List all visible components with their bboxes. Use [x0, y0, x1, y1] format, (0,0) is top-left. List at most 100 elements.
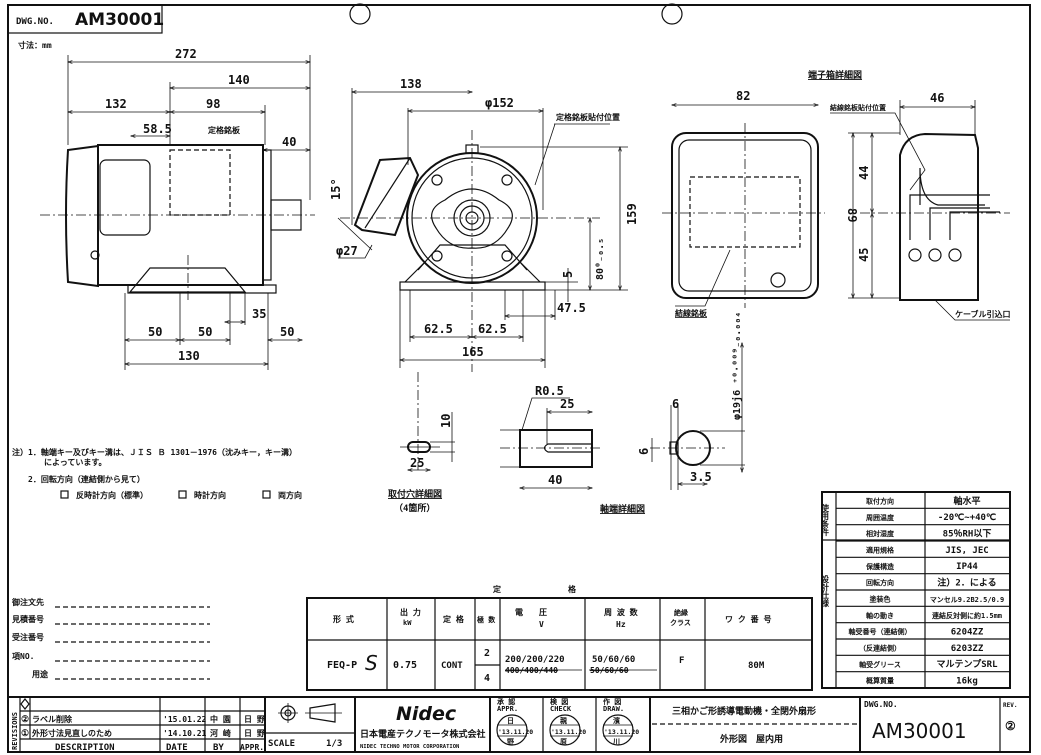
- header-output: 出 力: [400, 607, 421, 617]
- header-voltage-unit: V: [539, 620, 544, 629]
- spec-name: 取付方向: [866, 496, 894, 505]
- spec-name: 塗装色: [870, 594, 891, 603]
- scale-label: SCALE: [268, 739, 295, 749]
- revisions-label: REVISIONS: [11, 712, 19, 750]
- wiring-plate-label: 結線銘板: [675, 308, 708, 318]
- notes: 注）1．軸端キー及びキー溝は、ＪＩＳ Ｂ 1301－1976（沈みキー，キー溝）…: [12, 447, 302, 500]
- unit-note: 寸法：mm: [18, 40, 52, 50]
- header-poles: 極 数: [476, 615, 496, 624]
- option-ccw: 反時計方向（標準）: [76, 490, 148, 500]
- order-fields: 御注文先 見積番号 受注番号 項NO. 用途: [11, 597, 210, 680]
- dim-138: 138: [400, 77, 422, 91]
- mount-hole-detail: 10 25 取付穴詳細図 （4箇所）: [388, 372, 455, 514]
- dim-phi152: φ152: [485, 96, 514, 110]
- cell-voltage: 200/200/220: [505, 655, 565, 665]
- header-frequency-unit: Hz: [616, 620, 626, 629]
- rev-row2-date: '15.01.22: [163, 715, 207, 724]
- stamp-check-name-bottom: 原: [560, 738, 567, 746]
- spec-name: 相対湿度: [866, 529, 895, 538]
- dim-key-6-height: 6: [637, 448, 651, 455]
- dim-slot-10: 10: [439, 414, 453, 428]
- checkbox-cw[interactable]: [178, 490, 187, 499]
- spec-value: 注）2．による: [937, 576, 996, 588]
- spec-value: 16kg: [956, 676, 978, 686]
- header-insulation: 絶縁: [674, 608, 688, 617]
- option-cw: 時計方向: [194, 490, 226, 500]
- rev-header-by: BY: [213, 743, 224, 753]
- spec-name: 回転方向: [866, 578, 894, 587]
- sheet-border: [7, 4, 1031, 753]
- spec-value: JIS, JEC: [945, 546, 988, 556]
- spec-value: -20℃~+40℃: [938, 512, 996, 523]
- dwg-number-box: DWG.NO. AM30001: [7, 4, 164, 34]
- field-order-no: 受注番号: [12, 632, 44, 642]
- dwg-no-label-bottom: DWG.NO.: [864, 700, 898, 709]
- drawing-title: 三相かご形誘導電動機・全閉外扇形: [672, 705, 816, 717]
- dim-80-tolerance: 80⁰₋₀.₅: [595, 238, 606, 280]
- dim-5: 5: [561, 271, 575, 278]
- spec-name: 概算質量: [866, 676, 894, 685]
- field-quote-no: 見積番号: [11, 614, 44, 624]
- spec-name: 周囲温度: [866, 513, 895, 522]
- shaft-end-detail: R0.5 25 40 6 6 3.5 φ19j6 ⁺⁰·⁰⁰⁹₋₀.₀₀₄ 軸端…: [500, 312, 745, 515]
- cell-frequency-struck: 50/60/60: [590, 666, 629, 675]
- rating-group-header-2: 格: [568, 584, 577, 594]
- header-output-unit: kW: [403, 619, 412, 627]
- dim-140: 140: [228, 73, 250, 87]
- dim-62-5-a: 62.5: [424, 322, 453, 336]
- checkbox-both[interactable]: [262, 490, 271, 499]
- title-block: REVISIONS ② ラベル削除 '15.01.22 中 園 日 野 ① 外形…: [8, 696, 1030, 753]
- option-both: 両方向: [278, 490, 302, 500]
- stamp-draw: 作 図 DRAW. 濱 '13.11.20 川: [602, 697, 639, 746]
- cell-insulation: F: [679, 656, 684, 666]
- cell-frequency: 50/60/60: [592, 655, 635, 665]
- dim-phi27: φ27: [336, 244, 358, 258]
- dim-50-c: 50: [280, 325, 294, 339]
- rev-row3-description: 外形寸法見直しのため: [32, 728, 112, 738]
- dim-15-deg: 15°: [329, 178, 343, 200]
- note-1: 注）1．軸端キー及びキー溝は、ＪＩＳ Ｂ 1301－1976（沈みキー，キー溝）: [12, 447, 297, 457]
- dim-132: 132: [105, 97, 127, 111]
- dim-key-6-width: 6: [672, 397, 679, 411]
- punch-hole-left: [349, 3, 371, 25]
- stamp-appr-date: '13.11.20: [498, 728, 533, 736]
- cell-poles-2: 2: [484, 648, 490, 659]
- dim-shaft-40: 40: [548, 473, 562, 487]
- mount-hole-subtitle: （4箇所）: [394, 502, 435, 514]
- spec-name: 軸受グリース: [859, 660, 901, 669]
- spec-name: 適用規格: [866, 545, 895, 554]
- note-2: 2．回転方向（連結側から見て）: [28, 474, 145, 484]
- header-rating: 定 格: [442, 614, 465, 624]
- stamp-check: 検 図 CHECK 親 '13.11.20 原: [549, 697, 586, 746]
- front-view: 138 φ152 15° φ27 定格銘板貼付位置 159 80⁰₋₀.₅ 5 …: [329, 77, 639, 372]
- dwg-no-value: AM30001: [75, 10, 164, 30]
- rev-row2-mark: ②: [21, 715, 29, 725]
- spec-value: 連結反対側に約1.5mm: [932, 611, 1002, 620]
- dim-165: 165: [462, 345, 484, 359]
- rev-row3-date: '14.10.21: [163, 729, 207, 738]
- dim-58-5: 58.5: [143, 122, 172, 136]
- rev-header-date: DATE: [166, 743, 188, 753]
- section-use-conditions: 使用条件: [820, 503, 830, 537]
- spec-value: マンセル9.2B2.5/0.9: [930, 596, 1004, 604]
- wiring-plate-position-label: 結線銘板貼付位置: [830, 103, 886, 112]
- field-customer: 御注文先: [11, 597, 44, 607]
- field-usage: 用途: [31, 669, 49, 679]
- spec-value: 6203ZZ: [951, 644, 984, 654]
- rev-value: ②: [1005, 719, 1016, 733]
- checkbox-ccw[interactable]: [60, 490, 69, 499]
- dim-35: 35: [252, 307, 266, 321]
- rev-label: REV.: [1003, 702, 1017, 709]
- third-angle-projection-icon: [278, 703, 342, 723]
- spec-name: 軸受番号（連結側）: [849, 627, 912, 636]
- nameplate-label: 定格銘板: [207, 125, 241, 135]
- stamp-appr-label-en: APPR.: [497, 705, 518, 713]
- dim-47-5: 47.5: [557, 301, 586, 315]
- dim-slot-25: 25: [410, 456, 424, 470]
- dim-45: 45: [857, 248, 871, 262]
- spec-name: （反連結側）: [859, 643, 901, 652]
- terminal-box-title: 端子箱詳細図: [808, 69, 862, 81]
- dim-98: 98: [206, 97, 220, 111]
